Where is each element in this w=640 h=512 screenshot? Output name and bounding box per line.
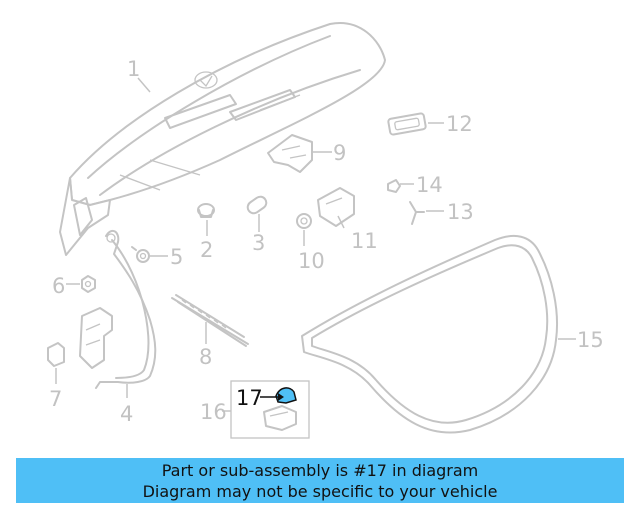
svg-text:11: 11 (351, 229, 378, 253)
svg-text:12: 12 (446, 112, 473, 136)
svg-text:2: 2 (200, 238, 213, 262)
info-banner: Part or sub-assembly is #17 in diagram D… (16, 458, 624, 503)
hinge-mount-bracket[interactable] (79, 307, 113, 369)
part-11-latch[interactable] (317, 187, 355, 227)
svg-text:13: 13 (447, 200, 474, 224)
callout-14: 14 (400, 173, 443, 197)
callout-12: 12 (428, 112, 473, 136)
svg-text:15: 15 (577, 328, 604, 352)
part-9-latch-bracket[interactable] (267, 134, 313, 173)
part-8-gas-strut[interactable] (171, 294, 249, 347)
part-15-weatherstrip[interactable] (301, 234, 559, 434)
callout-2: 2 (200, 220, 213, 262)
svg-text:9: 9 (333, 141, 346, 165)
svg-text:10: 10 (298, 249, 325, 273)
banner-line-disclaimer: Diagram may not be specific to your vehi… (142, 482, 498, 501)
callout-7: 7 (49, 368, 62, 411)
banner-line-part: Part or sub-assembly is #17 in diagram (161, 461, 479, 480)
svg-text:3: 3 (252, 231, 265, 255)
svg-text:6: 6 (52, 274, 65, 298)
part-13-pin[interactable] (409, 201, 425, 225)
svg-text:7: 7 (49, 387, 62, 411)
part-6-nut[interactable] (81, 275, 96, 293)
callout-3: 3 (252, 214, 265, 255)
part-12-handle[interactable] (387, 112, 427, 136)
callout-1: 1 (127, 57, 151, 93)
svg-text:1: 1 (127, 57, 140, 81)
parts-diagram: 1 2 3 4 5 6 7 8 9 10 11 12 (47, 22, 604, 439)
callout-4: 4 (120, 384, 133, 426)
callout-5: 5 (150, 245, 183, 269)
svg-text:17: 17 (236, 386, 263, 410)
part-16-box (230, 380, 310, 439)
part-17-highlighted[interactable] (275, 387, 297, 404)
part-3-grommet[interactable] (245, 194, 268, 215)
callout-8: 8 (199, 322, 212, 369)
callout-9: 9 (312, 141, 346, 165)
svg-text:8: 8 (199, 345, 212, 369)
part-4-hinge[interactable] (95, 229, 157, 389)
callout-6: 6 (52, 274, 80, 298)
svg-text:5: 5 (170, 245, 183, 269)
svg-text:4: 4 (120, 402, 133, 426)
callout-11: 11 (337, 215, 378, 253)
part-5-bolt[interactable] (131, 246, 150, 263)
part-14-clip[interactable] (387, 179, 401, 193)
callout-13: 13 (426, 200, 474, 224)
svg-text:16: 16 (200, 400, 227, 424)
callout-16: 16 (200, 400, 231, 424)
part-7-bracket[interactable] (47, 342, 65, 367)
callout-17-highlighted: 17 (236, 386, 284, 410)
part-2-bump-stop[interactable] (197, 203, 215, 218)
callout-15: 15 (558, 328, 604, 352)
part-10-button[interactable] (296, 213, 312, 229)
callout-10: 10 (298, 230, 325, 273)
part-1-trunk-lid[interactable] (59, 22, 386, 256)
svg-text:14: 14 (416, 173, 443, 197)
